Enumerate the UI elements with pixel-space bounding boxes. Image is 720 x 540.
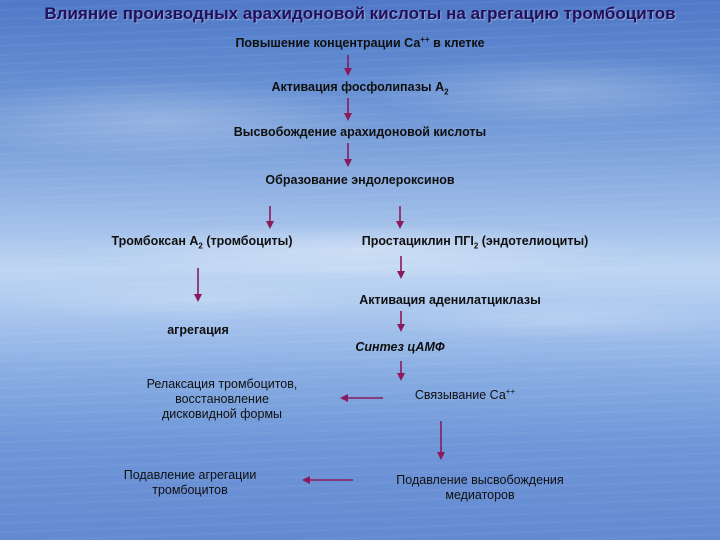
- node-relaxation-line-3: дисковидной формы: [161, 407, 283, 421]
- node-aggregation: агрегация: [138, 323, 258, 338]
- node-mediator-suppression-line-2: медиаторов: [445, 488, 515, 502]
- node-ca-binding-sup: ++: [505, 386, 516, 396]
- node-thromboxane-suffix: (тромбоциты): [202, 234, 293, 248]
- node-thromboxane-text: Тромбоксан А: [111, 234, 199, 248]
- node-ca-increase: Повышение концентрации Са++ в клетке: [160, 34, 560, 51]
- node-aggregation-suppression-line-2: тромбоцитов: [152, 483, 228, 497]
- node-arachidonic-release-text: Высвобождение арахидоновой кислоты: [233, 125, 487, 139]
- node-ca-binding-text: Связывание Са: [414, 388, 506, 402]
- node-pla2: Активация фосфолипазы А2: [160, 80, 560, 97]
- node-prostacyclin-text: Простациклин ПГІ: [361, 234, 474, 248]
- node-arachidonic-release: Высвобождение арахидоновой кислоты: [160, 125, 560, 140]
- node-adenylate-cyclase-text: Активация аденилатциклазы: [359, 293, 541, 307]
- node-mediator-suppression: Подавление высвобождения медиаторов: [370, 473, 590, 503]
- node-ca-increase-sup: ++: [420, 34, 430, 44]
- node-aggregation-suppression-line-1: Подавление агрегации: [123, 468, 257, 482]
- node-pla2-sub: 2: [444, 87, 449, 97]
- node-thromboxane-sub: 2: [198, 241, 203, 251]
- node-ca-increase-text: Повышение концентрации Са: [235, 36, 421, 50]
- node-ca-binding: Связывание Са++: [390, 386, 540, 403]
- slide-title: Влияние производных арахидоновой кислоты…: [44, 4, 676, 23]
- node-thromboxane: Тромбоксан А2 (тромбоциты): [72, 234, 332, 251]
- node-mediator-suppression-line-1: Подавление высвобождения: [396, 473, 564, 487]
- node-relaxation-line-2: восстановление: [175, 392, 269, 406]
- node-camp-text: Синтез цАМФ: [355, 340, 445, 354]
- node-prostacyclin: Простациклин ПГІ2 (эндотелиоциты): [340, 234, 610, 251]
- node-adenylate-cyclase: Активация аденилатциклазы: [330, 293, 570, 308]
- node-endoperoxides-text: Образование эндолероксинов: [265, 173, 455, 187]
- node-endoperoxides: Образование эндолероксинов: [160, 173, 560, 188]
- node-relaxation: Релаксация тромбоцитов, восстановление д…: [112, 377, 332, 422]
- node-aggregation-suppression: Подавление агрегации тромбоцитов: [90, 468, 290, 498]
- node-relaxation-line-1: Релаксация тромбоцитов,: [146, 377, 298, 391]
- node-prostacyclin-sub: 2: [473, 241, 479, 251]
- node-ca-increase-suffix: в клетке: [429, 36, 485, 50]
- node-pla2-text: Активация фосфолипазы А: [271, 80, 445, 94]
- node-aggregation-text: агрегация: [167, 323, 229, 337]
- node-camp: Синтез цАМФ: [330, 340, 470, 355]
- node-prostacyclin-suffix: (эндотелиоциты): [478, 234, 589, 248]
